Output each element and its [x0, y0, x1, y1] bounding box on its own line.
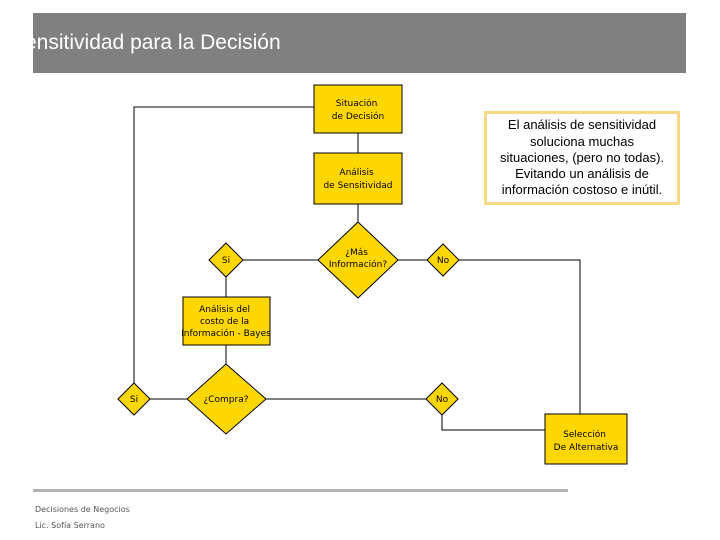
si-1-label: Si [222, 256, 230, 266]
compra-label: ¿Compra? [203, 395, 248, 405]
svg-text:Selección De Alternativa: Selección De Alternativa [554, 429, 619, 453]
svg-text:¿Más Información?: ¿Más Información? [329, 248, 388, 270]
no-1-label: No [437, 256, 450, 266]
node-situacion: Situación de Decisión [313, 84, 403, 134]
svg-text:Situación de Decisión: Situación de Decisión [332, 98, 384, 122]
analisis-sens-line-2: de Sensitividad [323, 181, 392, 191]
node-analisis-costo: Análisis del costo de la Información - B… [181, 296, 271, 346]
title-bar [33, 13, 686, 73]
connector-no2-to-seleccion [441, 415, 545, 431]
node-mas-informacion: ¿Más Información? [317, 221, 399, 299]
node-no-2: No [425, 382, 459, 416]
analisis-costo-line-3: Información - Bayes [181, 328, 271, 339]
connector-si-loop [133, 106, 315, 384]
footer-course: Decisiones de Negocios [35, 505, 130, 514]
analisis-sens-line-1: Análisis [339, 168, 374, 178]
node-compra: ¿Compra? [186, 363, 267, 435]
footer-author: Lic. Sofía Serrano [35, 521, 105, 530]
analisis-costo-line-2: costo de la [200, 317, 249, 327]
node-si-2: Si [117, 382, 151, 416]
situacion-line-2: de Decisión [332, 111, 384, 122]
slide-title: Sensitividad para la Decisión [11, 31, 281, 54]
no-2-label: No [436, 395, 449, 405]
svg-text:Análisis del costo de la: Análisis del costo de la Información - B… [181, 305, 271, 339]
seleccion-line-2: De Alternativa [554, 443, 619, 453]
sensitivity-note-text: El análisis de sensitividad soluciona mu… [499, 117, 665, 198]
seleccion-line-1: Selección [563, 429, 606, 440]
connector-lines [133, 106, 581, 431]
node-seleccion: Selección De Alternativa [544, 413, 628, 465]
node-no-1: No [426, 243, 460, 277]
node-analisis-sensitividad: Análisis de Sensitividad [313, 152, 403, 205]
si-2-label: Si [130, 395, 138, 405]
situacion-line-1: Situación [336, 98, 378, 109]
mas-info-line-2: Información? [329, 259, 388, 270]
sensitivity-note: El análisis de sensitividad soluciona mu… [484, 111, 680, 205]
svg-text:Análisis de Sensitividad: Análisis de Sensitividad [323, 168, 392, 191]
node-si-1: Si [208, 242, 244, 278]
analisis-costo-line-1: Análisis del [199, 305, 250, 315]
mas-info-line-1: ¿Más [345, 248, 368, 258]
connector-no1-to-seleccion [459, 259, 581, 414]
footer-divider [33, 489, 568, 492]
